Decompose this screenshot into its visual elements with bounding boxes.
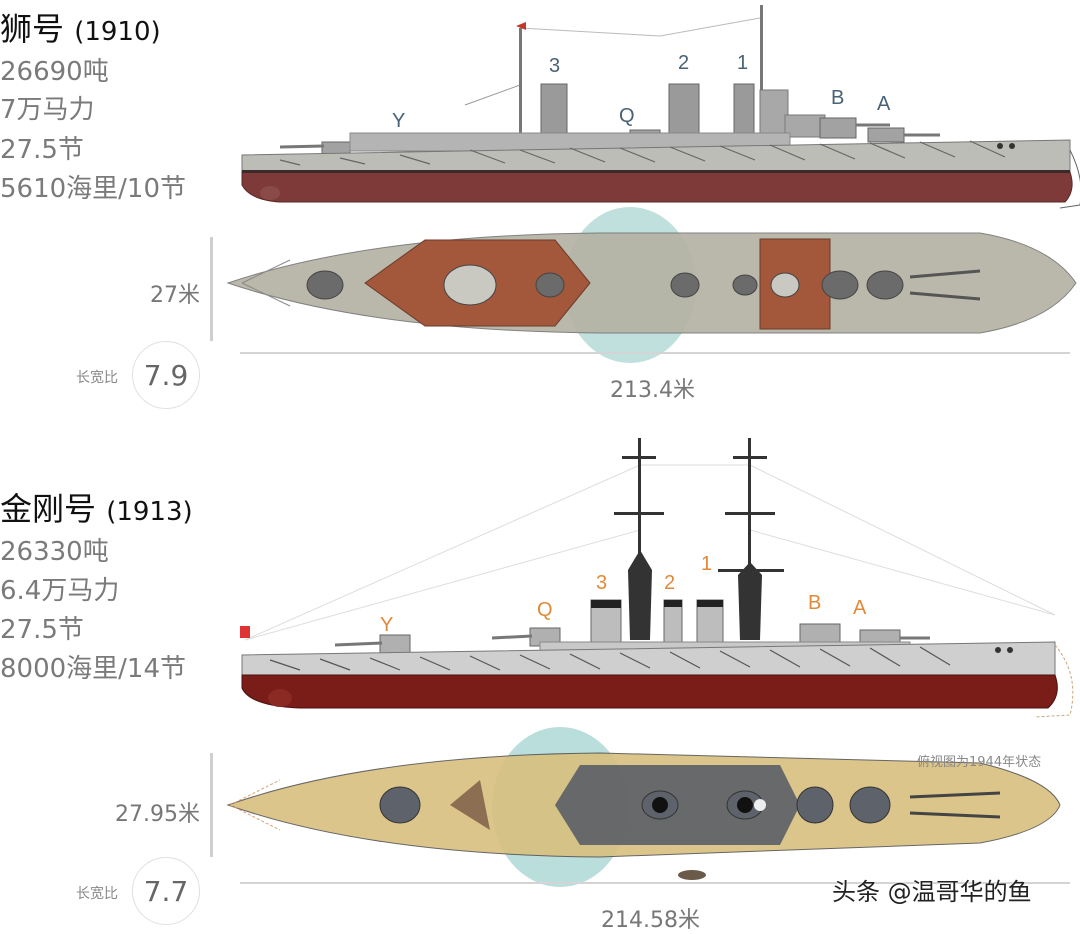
ship1-top-view xyxy=(226,207,1077,363)
ship1-turret-a-label: A xyxy=(877,93,891,115)
ship1-side-profile xyxy=(241,5,1080,209)
ship1-funnel-3-label: 3 xyxy=(549,55,561,77)
ship2-title: 金刚号 (1913) xyxy=(0,492,193,529)
ship1-funnel-2-label: 2 xyxy=(678,52,690,74)
ship2-turret-y-label: Y xyxy=(380,614,394,636)
ship2-beam-value: 27.95米 xyxy=(115,802,200,827)
ship1-range: 5610海里/10节 xyxy=(0,174,187,204)
ship1-beam-value: 27米 xyxy=(150,283,200,308)
ship2-turret-a-label: A xyxy=(853,597,867,619)
ship1-year: (1910) xyxy=(74,17,161,47)
ship1-ratio-circle: 7.9 xyxy=(132,341,200,409)
ship2-funnel-3-label: 3 xyxy=(596,572,608,594)
ship2-ratio-value: 7.7 xyxy=(143,874,189,908)
ship2-year: (1913) xyxy=(106,497,193,527)
ship2-ratio-circle: 7.7 xyxy=(132,857,200,925)
ship1-title: 狮号 (1910) xyxy=(0,12,161,49)
ship2-funnel-2-label: 2 xyxy=(664,572,676,594)
ship1-ratio-value: 7.9 xyxy=(143,358,189,392)
ship2-turret-b-label: B xyxy=(808,592,822,614)
ship2-funnel-1-label: 1 xyxy=(701,553,713,575)
ship2-top-view xyxy=(226,727,1061,887)
ship1-funnel-1-label: 1 xyxy=(737,52,749,74)
ship1-power: 7万马力 xyxy=(0,95,95,125)
watermark: 头条 @温哥华的鱼 xyxy=(832,878,1032,906)
ship2-length-marker xyxy=(240,882,1070,884)
ship1-length-marker xyxy=(240,352,1070,354)
ship1-displacement: 26690吨 xyxy=(0,57,109,87)
ship2-turret-q-label: Q xyxy=(537,599,553,621)
ship1-speed: 27.5节 xyxy=(0,135,84,165)
ship1-ratio-label: 长宽比 xyxy=(76,370,118,386)
ship2-top-view-note: 俯视图为1944年状态 xyxy=(917,755,1042,770)
ship2-beam-marker xyxy=(210,753,213,857)
ship2-ratio-label: 长宽比 xyxy=(76,886,118,902)
ship1-turret-b-label: B xyxy=(831,87,845,109)
ship1-length-value: 213.4米 xyxy=(610,378,695,403)
ship2-name: 金刚号 xyxy=(0,490,97,528)
ship2-length-value: 214.58米 xyxy=(601,908,700,933)
ship2-displacement: 26330吨 xyxy=(0,537,109,567)
ship2-range: 8000海里/14节 xyxy=(0,654,187,684)
ship2-speed: 27.5节 xyxy=(0,615,84,645)
ship1-turret-q-label: Q xyxy=(619,105,635,127)
ship2-side-profile xyxy=(240,438,1074,718)
ship1-turret-y-label: Y xyxy=(392,110,406,132)
ship1-name: 狮号 xyxy=(0,10,65,48)
ship1-beam-marker xyxy=(210,237,213,341)
ship2-power: 6.4万马力 xyxy=(0,576,120,606)
